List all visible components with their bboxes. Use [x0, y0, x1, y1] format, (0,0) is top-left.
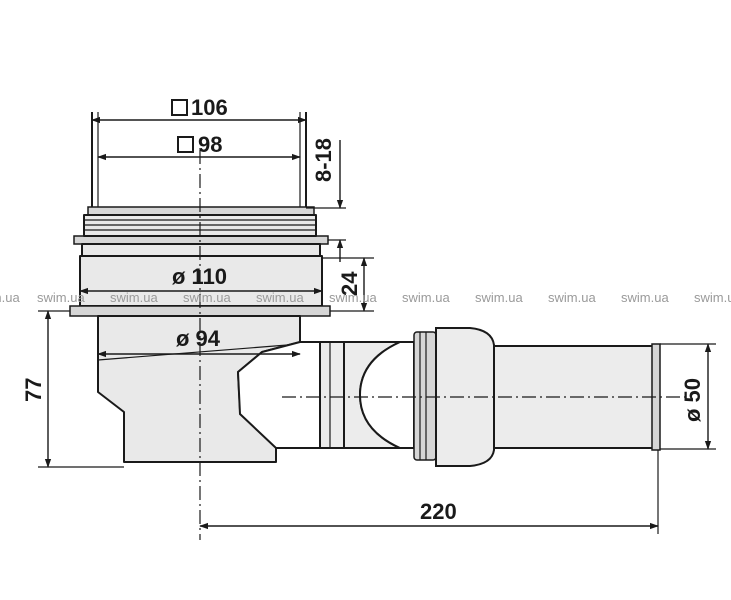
top-flange — [87, 206, 315, 216]
label-square-inner: 98 — [198, 132, 222, 157]
watermark: swim.ua — [110, 290, 158, 305]
coupling-ring — [413, 331, 437, 461]
watermark: swim.ua — [183, 290, 231, 305]
dim-square-98: 98 — [97, 132, 301, 161]
mid-flange — [73, 235, 329, 245]
watermark: swim.ua — [256, 290, 304, 305]
watermark: swim.ua — [548, 290, 596, 305]
label-diameter-top: ø 110 — [172, 264, 227, 289]
dim-diameter-94: ø 94 — [97, 326, 301, 358]
dim-adjust: 8-18 — [306, 138, 346, 262]
dim-diameter-50: ø 50 — [660, 343, 716, 450]
watermark: swim.ua — [475, 290, 523, 305]
dim-diameter-110: ø 110 — [79, 264, 323, 295]
watermark: swim.ua — [694, 290, 731, 305]
watermark-row: swim.ua swim.ua swim.ua swim.ua swim.ua … — [0, 290, 731, 305]
label-height-total: 77 — [21, 378, 46, 402]
label-height-small: 24 — [337, 271, 362, 296]
grate-cup — [91, 112, 307, 209]
dim-220: 220 — [199, 450, 659, 534]
label-square-outer: 106 — [191, 95, 228, 120]
label-diameter-mid: ø 94 — [176, 326, 221, 351]
watermark: swim.ua — [329, 290, 377, 305]
dim-square-106: 106 — [91, 95, 307, 124]
label-adjust: 8-18 — [311, 138, 336, 182]
watermark: swim.ua — [621, 290, 669, 305]
label-pipe-diameter: ø 50 — [680, 378, 705, 422]
label-length: 220 — [420, 499, 457, 524]
dim-77: 77 — [21, 310, 124, 468]
dim-24: 24 — [322, 257, 374, 312]
main-ring — [79, 255, 323, 307]
outlet-pipe — [319, 327, 661, 467]
coupling-sleeve — [435, 327, 495, 467]
watermark: swim.ua — [402, 290, 450, 305]
watermark: swim.ua — [37, 290, 85, 305]
watermark: swim.ua — [0, 290, 20, 305]
